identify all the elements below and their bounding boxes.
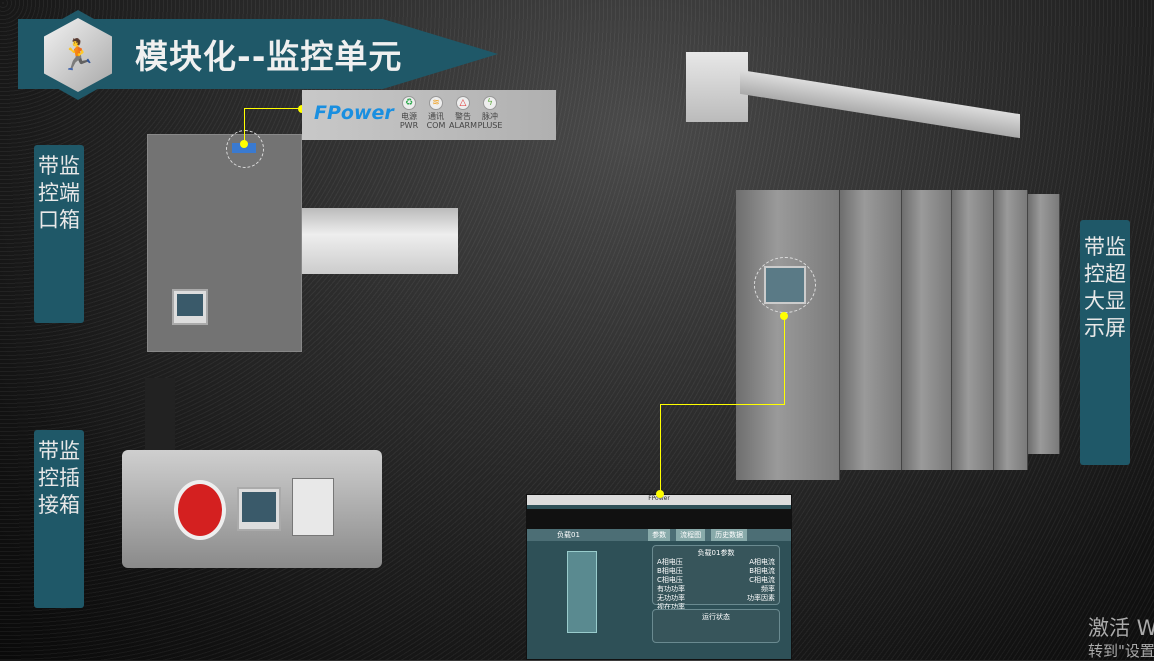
label-big-display: 带监控超大显示屏 [1080,220,1130,465]
highlight-circle [226,130,264,168]
power-icon: ♻ [402,96,416,110]
tab-history[interactable]: 历史数据 [711,529,748,541]
tab-flow[interactable]: 流程图 [676,529,706,541]
status-title: 运行状态 [702,613,730,621]
connector-line [660,404,661,494]
rack-image [567,551,597,633]
cabinet [840,190,902,470]
connector-dot [656,490,664,498]
page-title: 模块化--监控单元 [135,37,403,76]
connector-dot [780,312,788,320]
load-name: 负载01 [557,531,580,539]
watermark-line1: 激活 W [1088,616,1154,640]
cabinet-display [764,266,806,304]
plug-top-module [145,378,175,450]
industrial-socket [174,480,226,540]
label-port-box: 带监控端口箱 [34,145,84,323]
cabinet [952,190,994,470]
connector-line [244,108,245,144]
meter-display [237,487,281,531]
status-box: 运行状态 [652,609,780,643]
running-man-icon: 🏃 [44,18,112,92]
cabinet [994,190,1028,470]
cabinet [902,190,952,470]
warning-icon: △ [456,96,470,110]
cabinet [1028,194,1060,454]
cabinet [736,190,840,480]
port-box-image [147,134,302,352]
lightning-icon: ϟ [483,96,497,110]
screen-toolbar [527,509,791,529]
busbar-end-box [686,52,748,122]
connector-line [244,108,302,109]
connector-line [660,404,785,405]
label-plug-box: 带监控插接箱 [34,430,84,608]
tab-params[interactable]: 参数 [648,529,671,541]
fpower-logo: FPower [314,102,394,124]
connector-line [784,316,785,404]
circuit-breaker [292,478,334,536]
watermark-line2: 转到"设置 [1088,642,1154,660]
indicator-module [232,143,256,153]
meter-display [172,289,208,325]
screen-tabbar: 负载01 参数流程图历史数据 [527,529,791,541]
params-title: 负载01参数 [697,549,735,557]
busbar-rail [302,208,458,274]
wifi-icon: ≋ [429,96,443,110]
screen-titlebar: FPower [527,495,791,505]
plug-box-image [122,450,382,568]
connector-dot [240,140,248,148]
